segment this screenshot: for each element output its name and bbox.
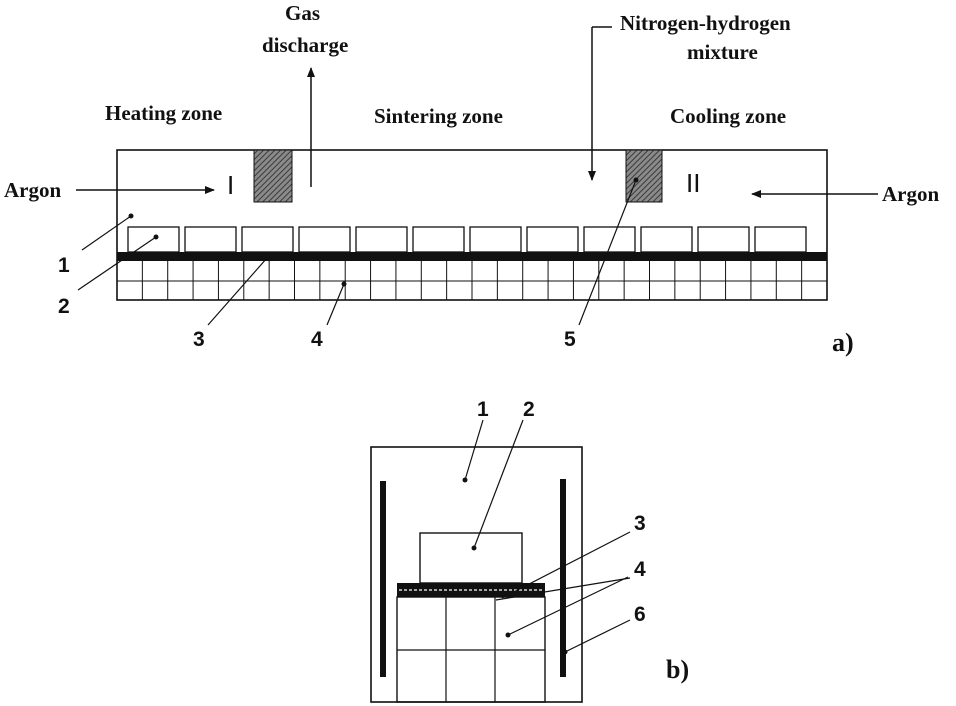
sample-boats [127, 226, 807, 253]
heater-right [560, 479, 566, 677]
leader-b-4 [495, 577, 631, 601]
diagram-a: Gas discharge Nitrogen-hydrogen mixture … [4, 1, 939, 357]
sample-boat [184, 226, 237, 253]
sample-boat [754, 226, 807, 253]
diagram-b: 1 2 3 4 6 b) [370, 398, 689, 703]
leader-a-3 [207, 257, 268, 326]
leader-b-3 [501, 531, 631, 599]
callout-a-5: 5 [564, 328, 576, 351]
sample-boat [355, 226, 408, 253]
nitrogen-label-line2: mixture [687, 40, 758, 64]
leader-a-4-dot [341, 281, 347, 287]
callout-a-3: 3 [193, 328, 205, 351]
conveyor-belt [117, 252, 827, 261]
leader-a-4 [326, 283, 345, 326]
leader-b-6-dot [562, 649, 568, 655]
gas-discharge-label-line2: discharge [262, 33, 348, 57]
heating-zone-label: Heating zone [105, 101, 222, 125]
leader-a-5-dot [633, 177, 639, 183]
callout-a-2: 2 [58, 295, 70, 318]
sintering-zone-label: Sintering zone [374, 104, 503, 128]
caption-b: b) [666, 655, 689, 684]
sample-boat [697, 226, 750, 253]
nitrogen-label-line1: Nitrogen-hydrogen [620, 11, 791, 35]
gas-discharge-port [253, 149, 293, 203]
cooling-zone-label: Cooling zone [670, 104, 786, 128]
leader-a-2-dot [153, 234, 159, 240]
nitrogen-inlet-port [625, 149, 663, 203]
sample-boat [241, 226, 294, 253]
zone-two-marker: II [686, 168, 700, 198]
leader-b-1 [464, 419, 484, 481]
callout-b-6: 6 [634, 603, 646, 626]
sample-boat [412, 226, 465, 253]
roller-grid [117, 261, 827, 300]
leader-a-1-dot [128, 213, 134, 219]
leader-b-4b [507, 576, 629, 636]
sample-boat [298, 226, 351, 253]
callout-b-4: 4 [634, 558, 646, 581]
callout-a-1: 1 [58, 254, 70, 277]
gas-discharge-label-line1: Gas [285, 1, 320, 25]
leader-b-4-dot [505, 632, 511, 638]
sample-boat [127, 226, 180, 253]
heater-left [380, 481, 386, 677]
furnace-cross-section [370, 446, 583, 703]
leader-a-2 [77, 236, 157, 291]
leader-b-6 [564, 619, 631, 653]
callout-b-2: 2 [523, 398, 535, 421]
leader-b-2 [473, 419, 524, 549]
argon-left-label: Argon [4, 178, 61, 202]
argon-right-label: Argon [882, 182, 939, 206]
sample-boat [640, 226, 693, 253]
leader-a-5 [578, 179, 637, 326]
leader-b-2-dot [471, 545, 477, 551]
sample-boat-section [419, 532, 523, 584]
callout-a-4: 4 [311, 328, 323, 351]
leader-b-1-dot [462, 477, 468, 483]
sample-boat [526, 226, 579, 253]
zone-one-marker: I [227, 170, 234, 200]
caption-a: a) [832, 328, 854, 357]
callout-b-3: 3 [634, 512, 646, 535]
leader-a-1 [81, 215, 132, 251]
sample-boat [469, 226, 522, 253]
callout-b-1: 1 [477, 398, 489, 421]
